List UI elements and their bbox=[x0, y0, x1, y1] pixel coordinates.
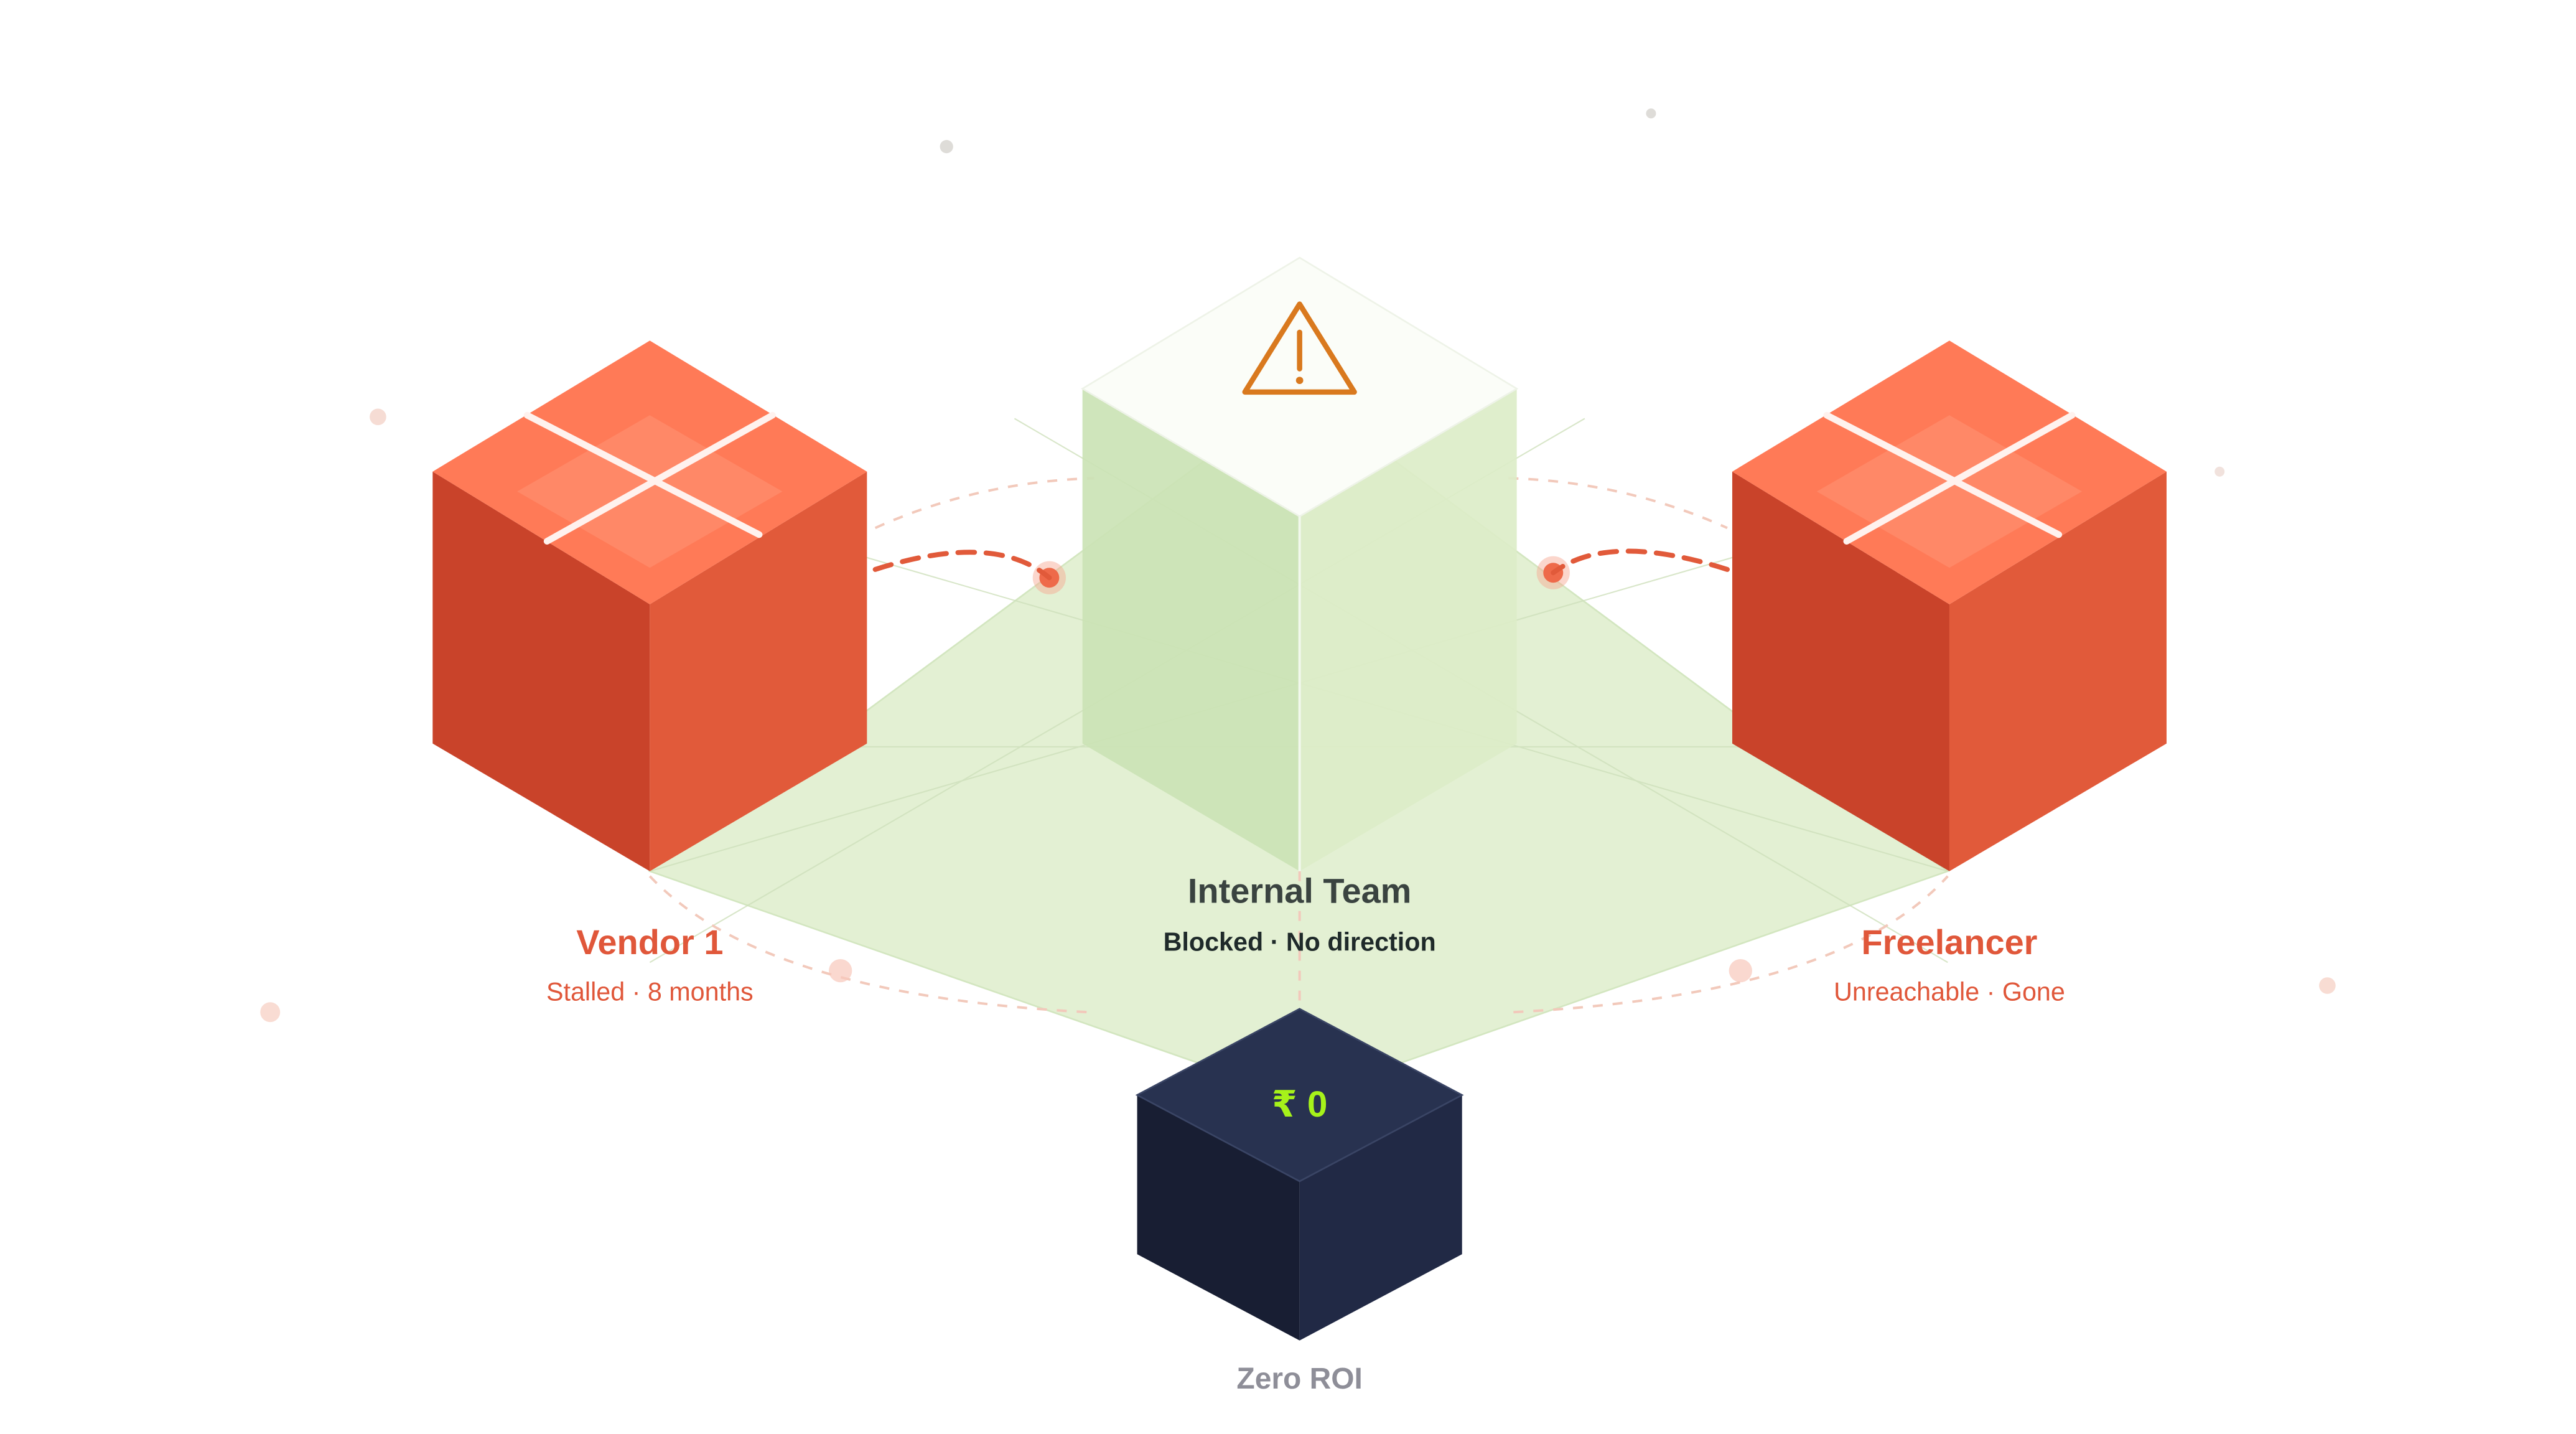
internal-cube-right-face bbox=[1299, 388, 1517, 871]
freelancer-title: Freelancer bbox=[1861, 922, 2037, 962]
vendor-connector bbox=[872, 550, 1052, 581]
internal-team-status: Blocked · No direction bbox=[1164, 928, 1436, 957]
freelancer-connector bbox=[1551, 548, 1730, 576]
cross-icon bbox=[523, 411, 776, 545]
outcome-cube-right-face bbox=[1299, 1095, 1462, 1341]
internal-team-title: Internal Team bbox=[1188, 871, 1412, 910]
freelancer-cube-top-face bbox=[1732, 340, 2167, 604]
vendor-cube-top-face bbox=[432, 340, 867, 604]
warning-triangle-icon bbox=[1242, 301, 1357, 395]
outcome-cube bbox=[1135, 1008, 1464, 1341]
outcome-label: Zero ROI bbox=[1236, 1362, 1362, 1395]
freelancer-cube-right-face bbox=[1949, 471, 2167, 871]
vendor-title: Vendor 1 bbox=[576, 922, 723, 962]
vendor-cube-left-face bbox=[432, 471, 650, 871]
vendor-cube-right-face bbox=[650, 471, 867, 871]
outcome-cube-top-face bbox=[1135, 1008, 1464, 1183]
vendor-cube bbox=[432, 340, 867, 871]
cross-icon bbox=[1823, 411, 2076, 545]
freelancer-cube-left-face bbox=[1732, 471, 1949, 871]
active-connectors bbox=[872, 548, 1730, 581]
faint-connector-arcs bbox=[648, 477, 1949, 1014]
internal-cube-left-face bbox=[1082, 388, 1300, 871]
outcome-value: ₹ 0 bbox=[1272, 1084, 1328, 1125]
freelancer-status: Unreachable · Gone bbox=[1834, 978, 2065, 1006]
background-dots bbox=[260, 108, 2336, 1023]
freelancer-cube bbox=[1732, 340, 2167, 871]
internal-team-cube bbox=[1081, 256, 1519, 871]
vendor-status: Stalled · 8 months bbox=[546, 978, 754, 1006]
outcome-cube-left-face bbox=[1137, 1095, 1300, 1341]
